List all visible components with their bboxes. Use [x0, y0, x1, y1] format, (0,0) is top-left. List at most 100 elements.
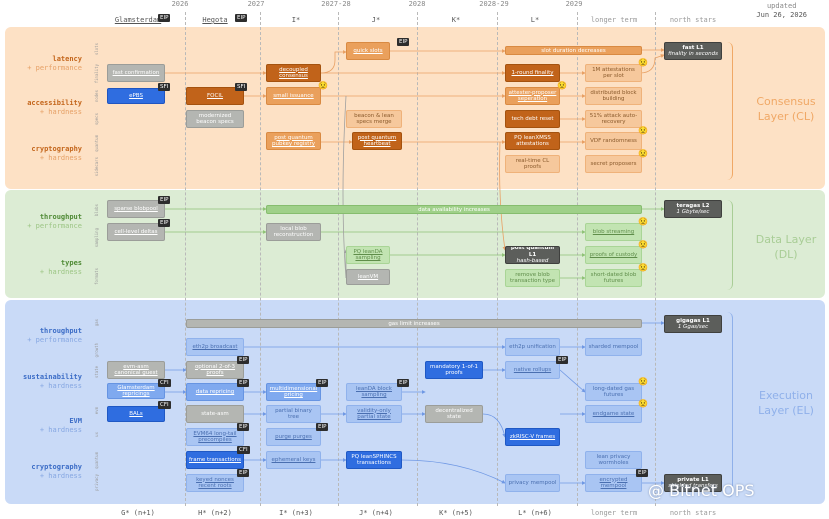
year-label: 2027-28	[321, 0, 351, 8]
watermark: @ Bitnet OPS	[648, 481, 755, 500]
bar-slot-duration[interactable]: slot duration decreases	[505, 46, 642, 55]
eip-tag: EIP	[237, 379, 250, 387]
card-optional-proofs[interactable]: optional 2-of-3 proofs	[186, 361, 244, 379]
card-encrypted-mempool[interactable]: encrypted mempool	[585, 474, 642, 492]
card-state-asm[interactable]: state-asm	[186, 405, 244, 423]
eip-tag: EIP	[316, 423, 329, 431]
card-small-issuance[interactable]: small issuance	[266, 87, 321, 105]
emoji-icon: 😟	[638, 149, 648, 158]
card-partial-binary-tree[interactable]: partial binary tree	[266, 405, 321, 423]
card-mandatory-proofs[interactable]: mandatory 1-of-1 proofs	[425, 361, 483, 379]
fork-divider	[417, 12, 418, 506]
card-purge-purges[interactable]: purge purges	[266, 428, 321, 446]
card-long-dated-futures[interactable]: long-dated gas futures	[585, 383, 642, 401]
card-short-dated-futures[interactable]: short-dated blob futures	[585, 269, 642, 287]
card-distributed-block[interactable]: distributed block building	[585, 87, 642, 105]
card-one-round-finality[interactable]: 1-round finality	[505, 64, 560, 82]
card-validity-state[interactable]: validity-only partial state	[346, 405, 402, 423]
card-attack-recovery[interactable]: 51% attack auto-recovery	[585, 110, 642, 128]
card-keyed-nonces[interactable]: keyed nonces recent roots	[186, 474, 244, 492]
card-secret-proposers[interactable]: secret proposers	[585, 155, 642, 173]
card-glamsterdam-repricings[interactable]: Glamsterdam repricings	[107, 383, 165, 399]
card-epbs[interactable]: ePBS	[107, 88, 165, 104]
goal-cryptography-cl: cryptography+ hardness	[31, 145, 82, 162]
fork-bottom-label: G* (n+1)	[121, 509, 155, 517]
card-bals[interactable]: BALs	[107, 406, 165, 422]
card-data-repricing[interactable]: data repricing	[186, 383, 244, 401]
card-leanda-block[interactable]: leanDA block sampling	[346, 383, 402, 401]
card-quick-slots[interactable]: quick slots	[346, 42, 390, 60]
card-eth2p-broadcast[interactable]: eth2p broadcast	[186, 338, 244, 356]
card-eth2p-unification[interactable]: eth2p unification	[505, 338, 560, 356]
card-1m-attestations[interactable]: 1M attestations per slot	[585, 64, 642, 82]
card-proofs-of-custody[interactable]: proofs of custody	[585, 246, 642, 264]
eip-tag: EIP	[237, 356, 250, 364]
card-focil[interactable]: FOCIL	[186, 87, 244, 105]
eip-tag: EIP	[158, 196, 171, 204]
card-evm-asm[interactable]: evm-asm canonical guest	[107, 361, 165, 379]
emoji-icon: 😟	[638, 377, 648, 386]
card-fast-confirmation[interactable]: fast confirmation	[107, 64, 165, 82]
card-vdf-randomness[interactable]: VDF randomness	[585, 132, 642, 150]
card-native-rollups[interactable]: native rollups	[505, 361, 560, 379]
year-label: 2027	[247, 0, 265, 8]
fork-glamsterdam[interactable]: Glamsterdam	[114, 16, 162, 24]
card-pq-leanda-sampling[interactable]: PQ leanDA sampling	[346, 246, 390, 264]
card-local-blob[interactable]: local blob reconstruction	[266, 223, 321, 241]
year-label: 2026	[171, 0, 189, 8]
fork-divider	[338, 12, 339, 506]
card-cell-deltas[interactable]: cell-level deltas	[107, 223, 165, 241]
eip-tag: EIP	[397, 379, 410, 387]
card-pq-pubkey-registry[interactable]: post quantum pubkey registry	[266, 132, 321, 150]
card-ephemeral-keys[interactable]: ephemeral keys	[266, 451, 321, 469]
fork-divider	[260, 12, 261, 506]
card-pq-heartbeat[interactable]: post quantum heartbeat	[352, 132, 402, 150]
card-tech-debt[interactable]: tech debt reset	[505, 110, 560, 128]
card-blob-streaming[interactable]: blob streaming	[585, 223, 642, 241]
fork-divider	[185, 12, 186, 506]
card-modernized-beacon[interactable]: modernized beacon specs	[186, 110, 244, 128]
card-pq-leanxmss[interactable]: PQ leanXMSS attestations	[505, 132, 560, 150]
layer-label-dl: Data Layer (DL)	[755, 233, 817, 261]
sfi-tag: SFI	[158, 83, 171, 91]
fork-longer-term: longer term	[590, 16, 638, 24]
card-leanvm[interactable]: leanVM	[346, 269, 390, 285]
card-pq-leansphincs[interactable]: PQ leanSPHINCS transactions	[346, 451, 402, 469]
card-remove-blob-type[interactable]: remove blob transaction type	[505, 269, 560, 287]
card-lean-privacy[interactable]: lean privacy wormholes	[585, 451, 642, 469]
card-sparse-blobpool[interactable]: sparse blobpool	[107, 200, 165, 218]
emoji-icon: 😟	[557, 81, 567, 90]
eip-tag: EIP	[237, 469, 250, 477]
eip-tag: EIP	[397, 38, 410, 46]
card-decoupled-consensus[interactable]: decoupled consensus	[266, 64, 321, 82]
card-beacon-lean-merge[interactable]: beacon & lean specs merge	[346, 110, 402, 128]
bar-data-availability[interactable]: data availability increases	[266, 205, 642, 214]
card-realtime-cl-proofs[interactable]: real-time CL proofs	[505, 155, 560, 173]
fork-bottom-label: H* (n+2)	[198, 509, 232, 517]
card-sharded-mempool[interactable]: sharded mempool	[585, 338, 642, 356]
fork-bottom-label: L* (n+6)	[518, 509, 552, 517]
fork-hegota[interactable]: Hegota	[202, 16, 228, 24]
card-frame-transactions[interactable]: frame transactions	[186, 451, 244, 469]
fork-k: K*	[451, 16, 461, 24]
eip-tag: EIP	[316, 379, 329, 387]
card-multidim-pricing[interactable]: multidimensional pricing	[266, 383, 321, 401]
card-zkrisc[interactable]: zkRISC-V frames	[505, 428, 560, 446]
goal-sustainability: sustainability+ hardness	[22, 373, 82, 390]
bar-gas-limit[interactable]: gas limit increases	[186, 319, 642, 328]
card-endgame-state[interactable]: endgame state	[585, 405, 642, 423]
card-privacy-mempool[interactable]: privacy mempool	[505, 474, 560, 492]
card-attester-proposer[interactable]: attester-proposer seperation	[505, 87, 560, 105]
fork-bottom-label: J* (n+4)	[359, 509, 393, 517]
card-decentralized-state[interactable]: decentralized state	[425, 405, 483, 423]
card-evm64[interactable]: EVM64 long-tail precompiles	[186, 428, 244, 446]
goal-cryptography-el: cryptography+ hardness	[31, 463, 82, 480]
emoji-icon: 😟	[638, 263, 648, 272]
